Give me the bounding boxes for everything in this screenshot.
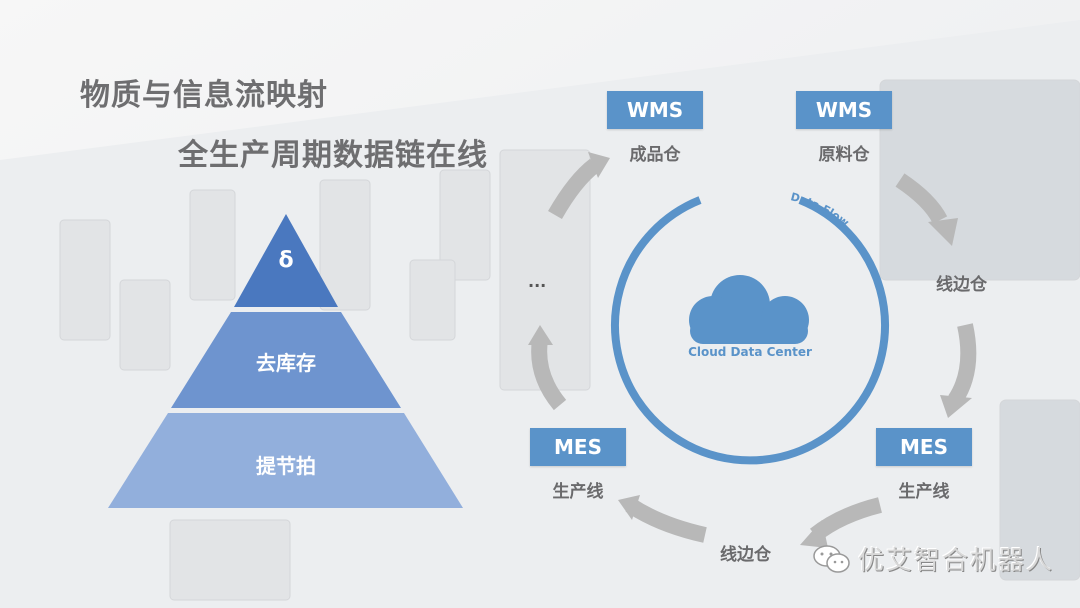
arrow-bottom-right [810, 497, 883, 542]
mes-left-box: MES [530, 428, 626, 466]
data-flow-label: Data Flow [789, 190, 851, 229]
main-title: 物质与信息流映射 [80, 78, 328, 113]
mes-right-box: MES [876, 428, 972, 466]
watermark: 优艾智合机器人 [812, 540, 1054, 577]
cloud-data-center-label: Cloud Data Center [688, 345, 812, 359]
arrow-left-top [548, 158, 600, 219]
warehouse-racks-decor [59, 79, 1080, 601]
arrow-heads [528, 152, 972, 548]
cycle-arrows [531, 158, 977, 543]
production-line-left-label: 生产线 [552, 482, 604, 502]
arrow-left-bottom [531, 338, 567, 411]
arrow-bottom-left [625, 498, 707, 543]
wechat-icon [813, 544, 850, 573]
cloud-icon [689, 275, 809, 344]
arrow-right-top [895, 173, 948, 224]
line-side-warehouse-bottom-label: 线边仓 [720, 545, 771, 565]
data-flow-ring [611, 196, 889, 465]
pyramid-level-bottom [108, 413, 463, 508]
arrow-right-bottom [948, 323, 977, 405]
production-line-right-label: 生产线 [898, 482, 950, 502]
pyramid-label-bottom: 提节拍 [256, 454, 316, 478]
line-side-warehouse-right-label: 线边仓 [936, 275, 987, 295]
watermark-text: 优艾智合机器人 [858, 546, 1055, 576]
ellipsis-label: ... [528, 272, 547, 291]
raw-material-warehouse-label: 原料仓 [818, 145, 870, 165]
finished-goods-warehouse-label: 成品仓 [629, 145, 681, 165]
wms-finished-goods-box: WMS [607, 91, 703, 129]
pyramid-label-top: δ [278, 248, 294, 273]
wms-raw-material-box: WMS [796, 91, 892, 129]
subtitle: 全生产周期数据链在线 [178, 138, 488, 173]
pyramid-level-middle [171, 312, 401, 408]
pyramid-level-top [234, 214, 338, 307]
pyramid-label-middle: 去库存 [256, 351, 316, 375]
